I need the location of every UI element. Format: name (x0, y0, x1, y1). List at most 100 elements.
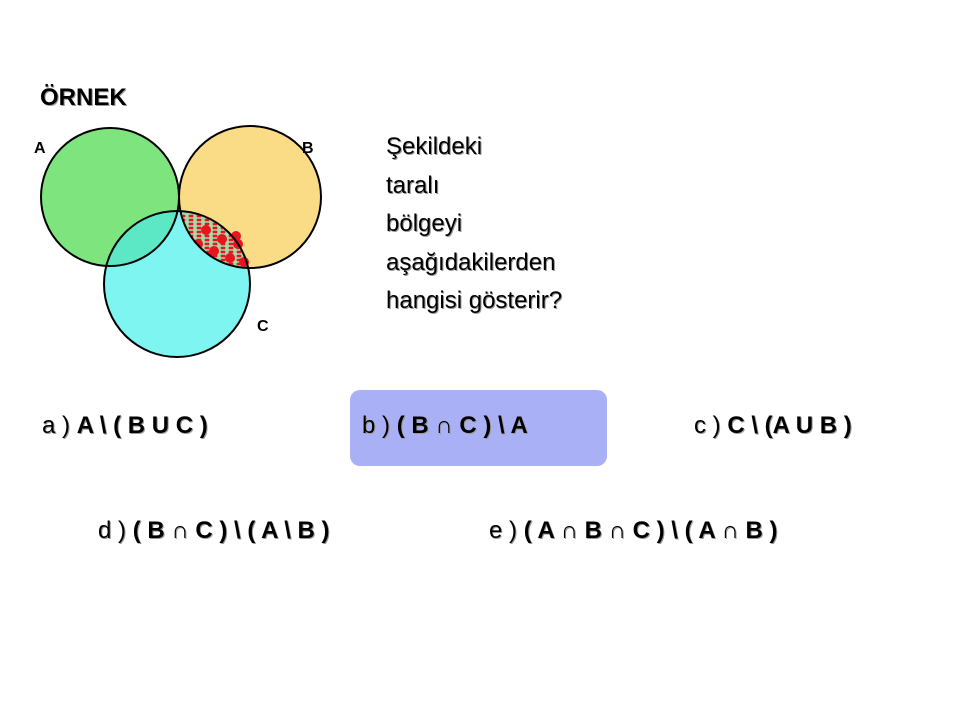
pattern-dot (236, 254, 240, 258)
pattern-dot (236, 258, 240, 262)
pattern-dot (198, 218, 202, 222)
option-b[interactable]: b ) ( B ∩ C ) \ A (362, 406, 528, 446)
example-title: ÖRNEK (40, 84, 127, 111)
pattern-dot (220, 250, 224, 254)
pattern-dot (190, 230, 194, 234)
option-e[interactable]: e ) ( A ∩ B ∩ C ) \ ( A ∩ B ) (489, 511, 777, 551)
pattern-dot (212, 226, 216, 230)
pattern-dot (190, 214, 194, 218)
option-c[interactable]: c ) C \ (A U B ) (694, 406, 852, 446)
pattern-dot (206, 246, 210, 250)
pattern-dot (222, 250, 226, 254)
option-key: a ) (42, 412, 71, 439)
pattern-dot (204, 246, 208, 250)
pattern-dot (228, 250, 232, 254)
pattern-dot (212, 238, 216, 242)
pattern-dot (196, 230, 200, 234)
pattern-dot (212, 234, 216, 238)
pattern-dot (222, 258, 226, 262)
pattern-dot (188, 222, 192, 226)
pattern-dot (228, 238, 232, 242)
option-key: b ) (362, 412, 391, 439)
pattern-dot (198, 230, 202, 234)
pattern-dot (220, 246, 224, 250)
pattern-dot (188, 218, 192, 222)
pattern-dot-large (225, 253, 235, 263)
question-line: aşağıdakilerden (386, 248, 556, 276)
question-line: taralı (386, 171, 440, 199)
pattern-dot (206, 242, 210, 246)
pattern-dot (238, 254, 242, 258)
pattern-dot (204, 222, 208, 226)
pattern-dot (196, 218, 200, 222)
set-a-label: A (34, 140, 46, 157)
pattern-dot (196, 214, 200, 218)
set-c-outline (103, 210, 251, 358)
pattern-dot (188, 214, 192, 218)
set-c-label: C (257, 318, 269, 335)
pattern-dot (212, 230, 216, 234)
pattern-dot (196, 226, 200, 230)
pattern-dot (204, 238, 208, 242)
question-line: Şekildeki (386, 133, 483, 160)
pattern-dot (190, 218, 194, 222)
option-key: d ) (98, 517, 127, 544)
pattern-dot (212, 222, 216, 226)
pattern-dot (196, 222, 200, 226)
pattern-dot (222, 254, 226, 258)
pattern-dot (230, 242, 234, 246)
question-line: hangisi gösterir? (386, 287, 563, 314)
pattern-dot (238, 250, 242, 254)
option-expression: ( B ∩ C ) \ A (396, 412, 528, 439)
pattern-dot (214, 234, 218, 238)
pattern-dot (222, 246, 226, 250)
option-expression: A \ ( B U C ) (76, 412, 208, 439)
pattern-dot (190, 226, 194, 230)
pattern-dot (198, 234, 202, 238)
option-expression: ( B ∩ C ) \ ( A \ B ) (132, 517, 330, 544)
pattern-dot (204, 242, 208, 246)
option-key: e ) (489, 517, 518, 544)
pattern-dot-large (201, 225, 211, 235)
pattern-dot (204, 218, 208, 222)
pattern-dot (214, 242, 218, 246)
pattern-dot (198, 222, 202, 226)
pattern-dot (206, 238, 210, 242)
pattern-dot (220, 254, 224, 258)
pattern-dot (204, 234, 208, 238)
pattern-dot-large (209, 246, 219, 256)
pattern-dot (236, 262, 240, 266)
pattern-dot (206, 222, 210, 226)
pattern-dot (228, 242, 232, 246)
pattern-dot (206, 234, 210, 238)
set-b-outline (178, 125, 322, 269)
option-key: c ) (694, 412, 721, 439)
pattern-dot (196, 234, 200, 238)
option-a[interactable]: a ) A \ ( B U C ) (42, 406, 208, 446)
pattern-dot (198, 226, 202, 230)
option-d[interactable]: d ) ( B ∩ C ) \ ( A \ B ) (98, 511, 330, 551)
pattern-dot (220, 230, 224, 234)
question-text: Şekildeki taralı bölgeyi aşağıdakilerden… (386, 128, 562, 321)
pattern-dot (222, 230, 226, 234)
set-b-label: B (302, 140, 314, 157)
pattern-dot (236, 250, 240, 254)
pattern-dot (230, 250, 234, 254)
pattern-dot (190, 222, 194, 226)
pattern-dot (230, 246, 234, 250)
option-expression: C \ (A U B ) (727, 412, 852, 439)
pattern-dot (214, 226, 218, 230)
pattern-dot (214, 238, 218, 242)
correct-answer-highlight (350, 390, 607, 466)
pattern-dot (214, 230, 218, 234)
pattern-dot (182, 214, 186, 218)
pattern-dot (206, 218, 210, 222)
pattern-dot (212, 242, 216, 246)
option-expression: ( A ∩ B ∩ C ) \ ( A ∩ B ) (523, 517, 778, 544)
pattern-dot (220, 258, 224, 262)
region-a-and-c (104, 211, 179, 266)
pattern-dot-large (217, 234, 227, 244)
pattern-dot (188, 226, 192, 230)
question-line: bölgeyi (386, 210, 463, 237)
